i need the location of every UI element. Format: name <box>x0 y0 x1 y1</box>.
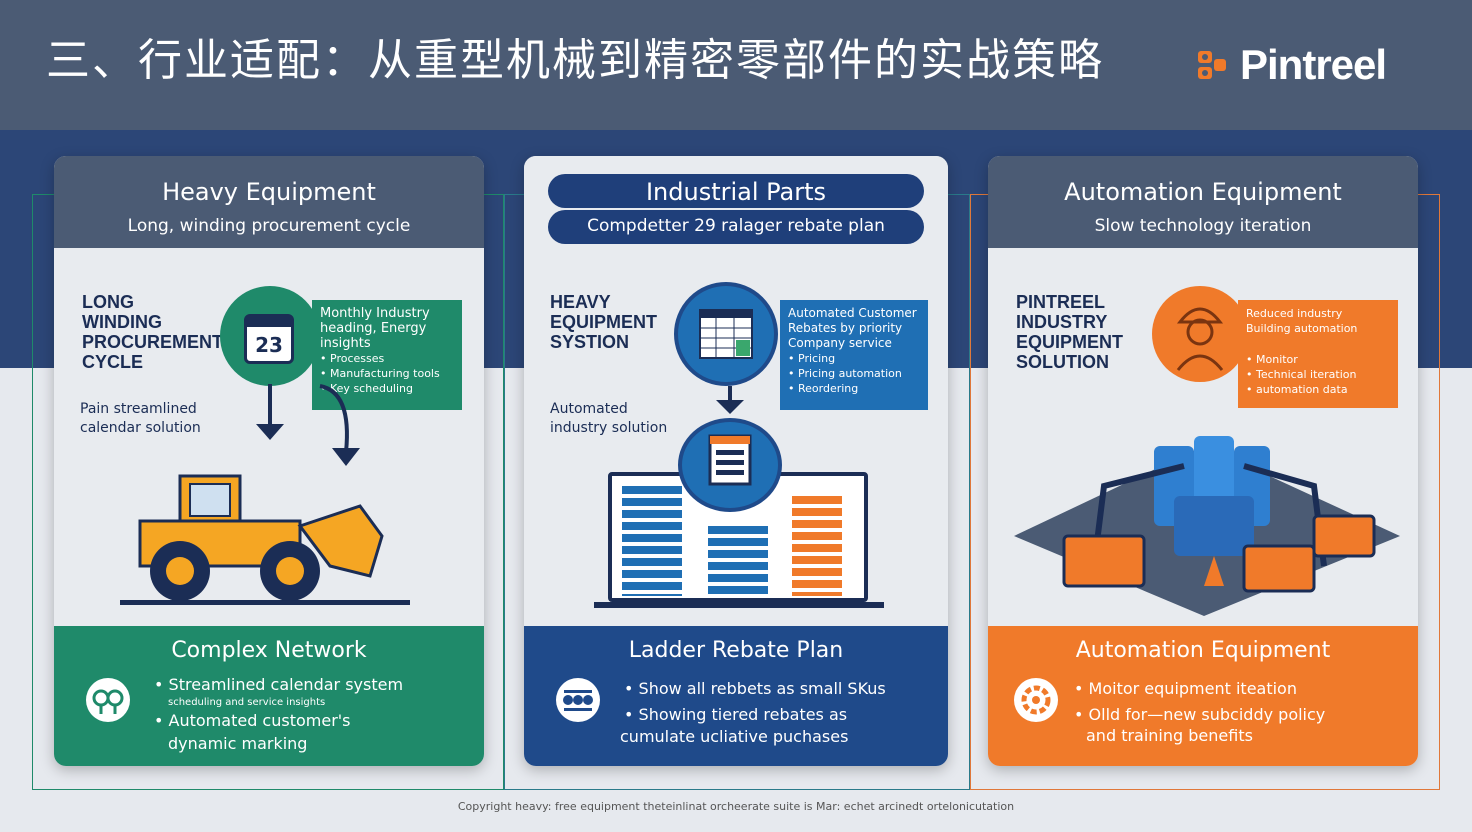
spreadsheet-icon <box>699 309 753 359</box>
engineer-circle <box>1152 286 1248 382</box>
title-pill <box>548 174 924 208</box>
bullet-item: dynamic marking <box>168 734 308 753</box>
gear-icon <box>1014 678 1058 722</box>
callout-title: Monthly Industry heading, Energy insight… <box>320 306 430 351</box>
bullet-item: • Showing tiered rebates as <box>624 705 848 724</box>
callout-item: • Technical iteration <box>1246 368 1357 381</box>
footer-note: Copyright heavy: free equipment theteinl… <box>457 800 1015 813</box>
bullet-list: • Moitor equipment iteation • Olld for—n… <box>1074 674 1408 746</box>
card-title: Automation Equipment <box>1064 178 1342 206</box>
bullet-item: • Streamlined calendar system <box>154 675 404 694</box>
curved-arrow-icon <box>319 384 360 466</box>
card-title: Industrial Parts <box>645 178 827 206</box>
footer-title: Automation Equipment <box>1075 638 1331 663</box>
callout-title: Reduced industry Building automation <box>1246 307 1358 335</box>
laptop-base <box>594 602 884 608</box>
bullet-list: • Streamlined calendar system scheduling… <box>154 672 474 754</box>
bullet-item: • Show all rebbets as small SKus <box>624 679 886 698</box>
card-footer: Automation Equipment • Moitor equipment … <box>988 626 1418 766</box>
card-heavy-equipment[interactable]: Heavy Equipment Long, winding procuremen… <box>54 156 484 766</box>
engineer-icon <box>1176 307 1224 371</box>
card-automation-equipment[interactable]: Automation Equipment Slow technology ite… <box>988 156 1418 766</box>
card-industrial-parts[interactable]: Industrial Parts Compdetter 29 ralager r… <box>524 156 948 766</box>
header-bar: 三、行业适配：从重型机械到精密零部件的实战策略 Pintreel <box>0 0 1472 130</box>
card-footer: Complex Network • Streamlined calendar s… <box>54 626 484 766</box>
network-icon <box>86 678 130 722</box>
bullet-item: • Olld for—new subciddy policy <box>1074 705 1326 724</box>
card-subtitle: Long, winding procurement cycle <box>127 216 411 236</box>
callout-item: • Manufacturing tools <box>320 367 440 380</box>
card-subtitle: Compdetter 29 ralager rebate plan <box>587 216 885 236</box>
spreadsheet-circle <box>674 282 778 386</box>
callout-item: • Processes <box>320 352 385 365</box>
tiers-icon <box>556 678 600 722</box>
arrow-down-icon <box>256 384 284 440</box>
callout-item: • Pricing <box>788 352 836 365</box>
bullet-item: cumulate ucliative puchases <box>620 727 849 746</box>
card-title: Heavy Equipment <box>162 178 376 206</box>
callout-item: • Reordering <box>788 382 859 395</box>
calendar-number: 23 <box>255 333 283 357</box>
callout-title: Automated Customer Rebates by priority C… <box>788 306 917 350</box>
side-label: HEAVY EQUIPMENT SYSTION <box>550 292 658 352</box>
callout-item: • Monitor <box>1246 353 1298 366</box>
card-subtitle: Slow technology iteration <box>1094 216 1312 236</box>
bullet-item: and training benefits <box>1086 726 1253 745</box>
solution-label: Pain streamlined calendar solution <box>80 401 201 436</box>
callout-item: • automation data <box>1246 383 1348 396</box>
subtitle-pill <box>548 210 924 244</box>
bullet-item: • Automated customer's <box>154 711 351 730</box>
side-label: LONG WINDING PROCUREMENT CYCLE <box>82 292 224 372</box>
callout-item: • Pricing automation <box>788 367 902 380</box>
brand-logo[interactable]: Pintreel <box>1196 40 1387 90</box>
bullet-item: • Moitor equipment iteation <box>1074 679 1297 698</box>
callout-box: Automated Customer Rebates by priority C… <box>780 300 928 410</box>
bullet-list: • Show all rebbets as small SKus • Showi… <box>620 674 938 748</box>
checklist-icon <box>708 434 752 486</box>
wheel-loader-illustration <box>120 474 410 605</box>
card-header <box>54 156 484 248</box>
page-title: 三、行业适配：从重型机械到精密零部件的实战策略 <box>46 35 1104 86</box>
bullet-subtext: scheduling and service insights <box>168 697 326 708</box>
callout-box: Monthly Industry heading, Energy insight… <box>312 300 462 410</box>
footer-title: Complex Network <box>171 638 367 663</box>
arrow-down-icon <box>716 386 744 414</box>
footer-title: Ladder Rebate Plan <box>628 638 844 663</box>
checklist-circle <box>678 418 782 512</box>
card-header <box>988 156 1418 248</box>
pintreel-logo-icon <box>1196 45 1236 85</box>
solution-label: Automated industry solution <box>550 401 668 436</box>
automation-factory-illustration <box>1014 436 1400 616</box>
logo-wordmark: Pintreel <box>1240 41 1387 88</box>
side-label: PINTREEL INDUSTRY EQUIPMENT SOLUTION <box>1016 292 1124 372</box>
card-footer: Ladder Rebate Plan • Show all rebbets as… <box>524 626 948 766</box>
callout-box: Reduced industry Building automation • M… <box>1238 300 1398 408</box>
calendar-icon: 23 <box>244 314 294 364</box>
